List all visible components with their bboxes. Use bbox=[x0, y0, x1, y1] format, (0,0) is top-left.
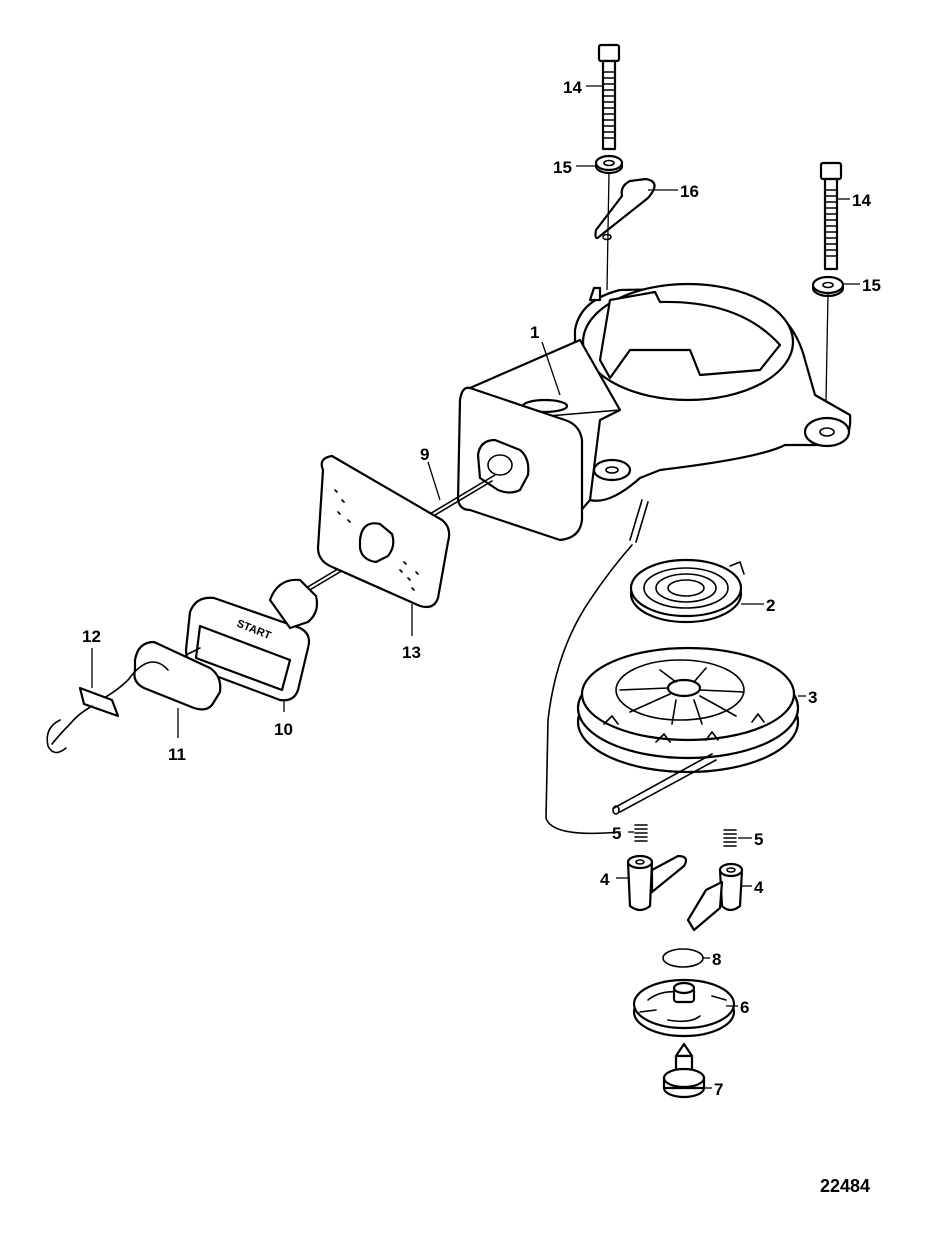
callout-16: 16 bbox=[680, 182, 699, 201]
center-screw bbox=[662, 1042, 706, 1099]
leader-9 bbox=[427, 461, 441, 501]
rope-run bbox=[545, 544, 633, 835]
callout-14-right: 14 bbox=[852, 191, 871, 210]
plate-bracket bbox=[594, 177, 656, 241]
callout-4-left: 4 bbox=[600, 870, 610, 889]
callout-4-right: 4 bbox=[754, 878, 764, 897]
figure-number: 22484 bbox=[820, 1176, 871, 1196]
callout-11: 11 bbox=[168, 745, 186, 764]
callout-13: 13 bbox=[402, 643, 421, 662]
rope-guide bbox=[456, 386, 584, 542]
callout-1: 1 bbox=[530, 323, 539, 342]
recoil-spring bbox=[629, 558, 745, 624]
washer-upper bbox=[594, 154, 624, 175]
pawl-right bbox=[686, 862, 744, 932]
callout-5-left: 5 bbox=[612, 824, 621, 843]
washer-right bbox=[811, 275, 845, 298]
callout-8: 8 bbox=[712, 950, 721, 969]
ratchet-plate bbox=[632, 978, 736, 1038]
callout-10: 10 bbox=[274, 720, 293, 739]
leader-1 bbox=[541, 341, 561, 396]
handle-plate bbox=[316, 454, 451, 609]
callout-6: 6 bbox=[740, 998, 749, 1017]
pawl-spring-left bbox=[634, 824, 648, 842]
callout-3: 3 bbox=[808, 688, 817, 707]
callout-15-right: 15 bbox=[862, 276, 881, 295]
bolt-upper bbox=[597, 43, 621, 151]
bolt-right bbox=[819, 161, 843, 271]
callout-12: 12 bbox=[82, 627, 101, 646]
callout-14-upper: 14 bbox=[563, 78, 582, 97]
callout-2: 2 bbox=[766, 596, 775, 615]
callout-7: 7 bbox=[714, 1080, 723, 1099]
callout-5-right: 5 bbox=[754, 830, 763, 849]
pawl-left bbox=[626, 854, 688, 912]
rope-clip bbox=[46, 686, 120, 754]
callout-9: 9 bbox=[420, 445, 429, 464]
pawl-spring-right bbox=[723, 829, 737, 847]
callout-15-upper: 15 bbox=[553, 158, 572, 177]
rope-anchor-block bbox=[103, 640, 222, 711]
retaining-ring bbox=[662, 948, 704, 968]
rope-pulley bbox=[576, 646, 800, 815]
